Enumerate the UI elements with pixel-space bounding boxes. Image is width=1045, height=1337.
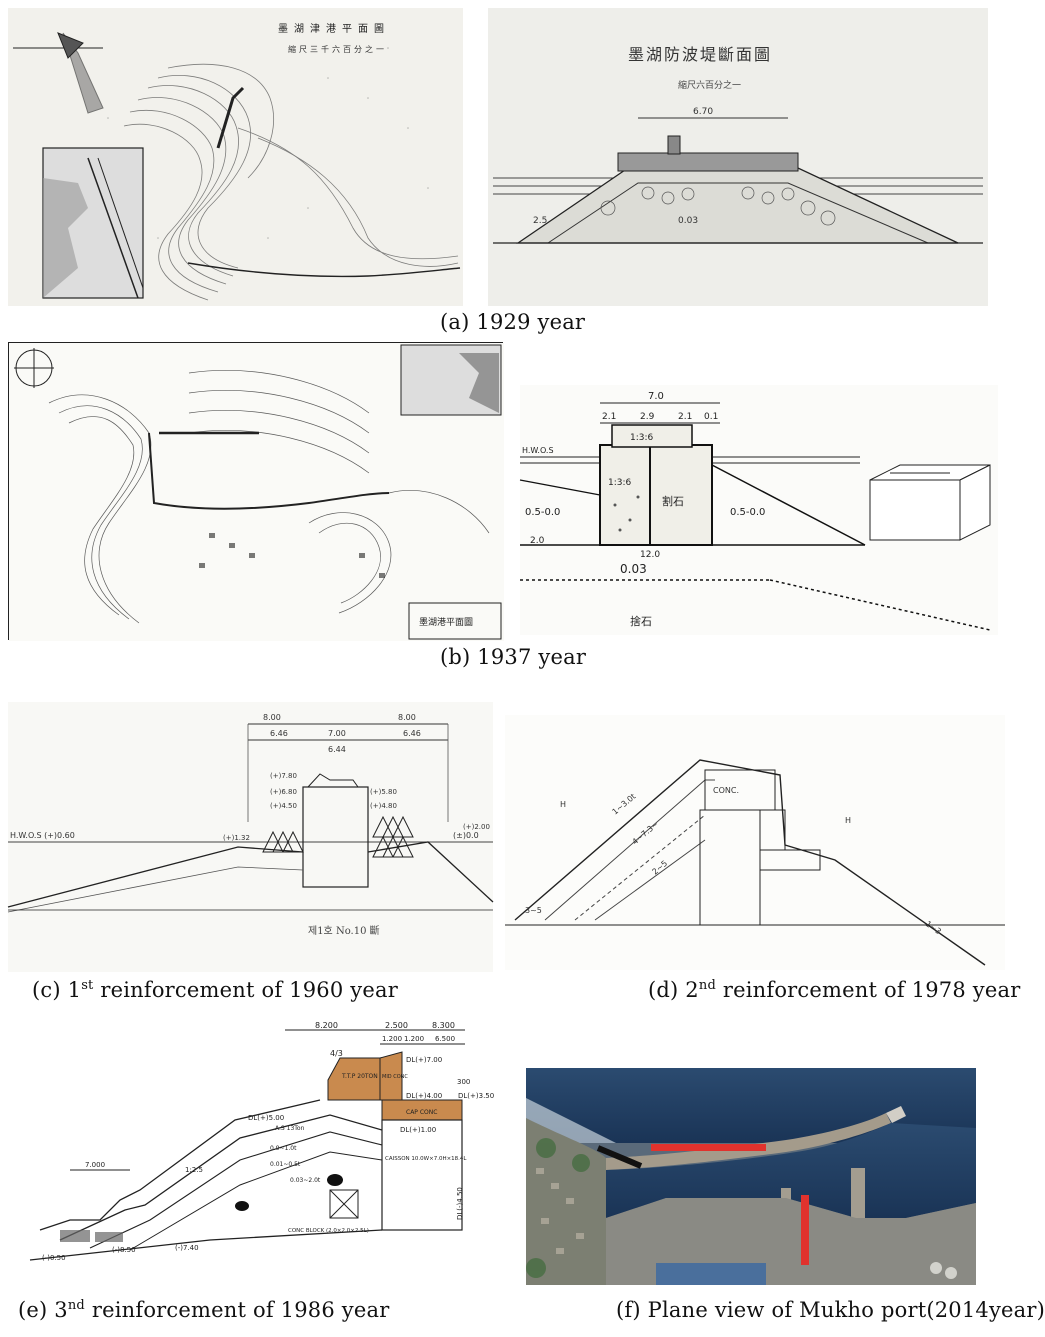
panel-e-level-7: DL(+)7.00 (406, 1056, 442, 1064)
caption-a: (a) 1929 year (440, 310, 586, 334)
caption-d: (d) 2nd reinforcement of 1978 year (648, 978, 1020, 1002)
panel-e-slope: 1:2.5 (185, 1166, 203, 1174)
panel-e-section: 8.200 2.500 8.300 1.200 1.200 6.500 T.T.… (29, 1020, 500, 1290)
panel-d-wave-left: H (560, 800, 566, 809)
panel-e-level-1: DL(+)1.00 (400, 1126, 436, 1134)
panel-e-dim-sub-1: 1.200 (382, 1035, 402, 1043)
panel-c-dim-top-1: 8.00 (263, 713, 281, 722)
panel-e-armor: A.S 13Ton (275, 1125, 305, 1132)
panel-c-left-level: (+)1.32 (223, 834, 250, 842)
panel-e-level-4: DL(+)4.00 (406, 1092, 442, 1100)
panel-c-right-level: (+)2.00 (463, 823, 490, 831)
panel-e-level-m85: (-)8.50 (112, 1246, 136, 1254)
caption-d-sup: nd (698, 978, 716, 993)
panel-c-level-l3: (+)4.50 (270, 802, 297, 810)
highlight-pier (801, 1195, 809, 1265)
panel-e-level-m05: (-)0.50 (42, 1254, 66, 1262)
caption-e-sup: nd (67, 1298, 85, 1313)
panel-a-map-title: 墨湖津港平面圖 (278, 23, 390, 35)
panel-b-dim-2: 2.9 (640, 412, 655, 422)
panel-e-level-m45: DL(-)4.50 (456, 1187, 464, 1220)
panel-b-dim-3: 2.1 (678, 412, 692, 422)
panel-b-base: 12.0 (640, 550, 660, 560)
panel-b-dim-1: 2.1 (602, 412, 616, 422)
panel-e-cap-conc: CAP CONC (406, 1109, 437, 1116)
panel-b-bottom-text: 捨石 (630, 614, 652, 628)
panel-e-level-5: DL(+)5.00 (248, 1114, 284, 1122)
panel-a-depth: 0.03 (678, 216, 698, 226)
panel-c-section: 8.00 8.00 6.46 7.00 6.46 6.44 (+)7.80 (+… (7, 702, 494, 972)
panel-e-block: CONC BLOCK (2.0×2.0×2.5L) (288, 1228, 369, 1234)
panel-e-dim-sub-3: 6.500 (435, 1035, 455, 1043)
caption-c-prefix: (c) 1 (32, 978, 82, 1002)
panel-b-slope-right: 0.5-0.0 (730, 507, 765, 518)
caption-f: (f) Plane view of Mukho port(2014year) (616, 1298, 1045, 1322)
panel-c-level-l1: (+)7.80 (270, 772, 297, 780)
panel-b-mix-right: 1:3:6 (630, 433, 654, 443)
caption-c: (c) 1st reinforcement of 1960 year (32, 978, 398, 1002)
panel-b-water: H.W.O.S (522, 446, 554, 455)
panel-c-dim-mid-2: 7.00 (328, 729, 346, 738)
caption-d-suffix: reinforcement of 1978 year (715, 978, 1021, 1002)
caption-c-suffix: reinforcement of 1960 year (93, 978, 398, 1002)
panel-a-dim-left: 2.5 (533, 216, 547, 226)
panel-d-layer-4: 3~5 (525, 906, 542, 915)
panel-e-core-sub: 0.03~2.0t (290, 1177, 321, 1184)
highlight-north-breakwater (651, 1144, 766, 1151)
panel-c-note: 제1호 No.10 斷 (308, 924, 380, 937)
panel-b-stone: 割石 (662, 494, 684, 508)
panel-c-level-l2: (+)6.80 (270, 788, 297, 796)
panel-b-section: 7.0 2.1 2.9 2.1 0.1 H.W.O.S 1:3:6 1:3:6 … (519, 385, 998, 635)
panel-c-dim-top-2: 8.00 (398, 713, 416, 722)
panel-c-wl-right: (±)0.0 (453, 831, 479, 840)
panel-e-ttp-slope: 4/3 (330, 1049, 343, 1058)
panel-d-conc: CONC. (713, 786, 739, 795)
caption-b: (b) 1937 year (440, 645, 587, 669)
panel-c-dim-inner: 6.44 (328, 745, 346, 754)
caption-e-prefix: (e) 3 (18, 1298, 68, 1322)
panel-e-level-m74: (-)7.40 (175, 1244, 199, 1252)
panel-e-dim-small: 300 (457, 1078, 470, 1086)
panel-e-mid-conc: MID CONC (382, 1074, 408, 1080)
panel-c-dim-mid-1: 6.46 (270, 729, 288, 738)
panel-b-title-block: 墨湖港平面圖 (419, 616, 473, 628)
marker-line (596, 1145, 643, 1169)
caisson-block-icon (869, 464, 991, 541)
caption-e-suffix: reinforcement of 1986 year (84, 1298, 390, 1322)
panel-b-dim-4: 0.1 (704, 412, 718, 422)
panel-b-slope-left: 0.5-0.0 (525, 507, 560, 518)
caption-d-prefix: (d) 2 (648, 978, 699, 1002)
caption-c-sup: st (81, 978, 94, 993)
panel-b-left-dim: 2.0 (530, 536, 545, 546)
panel-e-caisson: CAISSON 10.0W×7.0H×18.4L (385, 1156, 467, 1162)
panel-e-dim-top-3: 8.300 (432, 1021, 455, 1030)
panel-e-dim-top-1: 8.200 (315, 1021, 338, 1030)
panel-c-level-r2: (+)4.80 (370, 802, 397, 810)
panel-a-section: 墨湖防波堤斷面圖 縮尺六百分之一 6.70 0.03 2.5 (488, 8, 988, 306)
panel-b-mix-left: 1:3:6 (608, 478, 632, 488)
panel-e-core: 0.01~0.5t (270, 1161, 301, 1168)
panel-e-dim-top-2: 2.500 (385, 1021, 408, 1030)
panel-a-section-scale: 縮尺六百分之一 (678, 79, 741, 91)
panel-b-map: 墨湖港平面圖 (8, 342, 504, 641)
panel-e-level-35: DL(+)3.50 (458, 1092, 494, 1100)
panel-a-map-scale: 縮尺三千六百分之一 (288, 44, 387, 54)
panel-e-filter: 0.9~1.0t (270, 1145, 297, 1152)
caption-e: (e) 3nd reinforcement of 1986 year (18, 1298, 389, 1322)
panel-c-dim-mid-3: 6.46 (403, 729, 421, 738)
panel-d-section: CONC. 1~3.0t 4~7.3~ 2~5 3~5 1~3 H H (505, 715, 1005, 970)
panel-f-satellite (526, 1068, 976, 1285)
panel-a-dim-top: 6.70 (693, 107, 713, 117)
panel-a-map: 墨湖津港平面圖 縮尺三千六百分之一 (8, 8, 463, 306)
panel-c-wl-left: H.W.O.S (+)0.60 (10, 831, 75, 840)
panel-e-dim-sub-2: 1.200 (404, 1035, 424, 1043)
panel-c-level-r1: (+)5.80 (370, 788, 397, 796)
panel-b-bottom: 0.03 (620, 562, 647, 576)
panel-e-dim-left: 7.000 (85, 1161, 105, 1169)
panel-a-section-title: 墨湖防波堤斷面圖 (628, 45, 772, 64)
panel-b-dim-top: 7.0 (648, 391, 664, 402)
panel-e-ttp: T.T.P 20TON (341, 1073, 378, 1080)
panel-d-wave-right: H (845, 816, 851, 825)
